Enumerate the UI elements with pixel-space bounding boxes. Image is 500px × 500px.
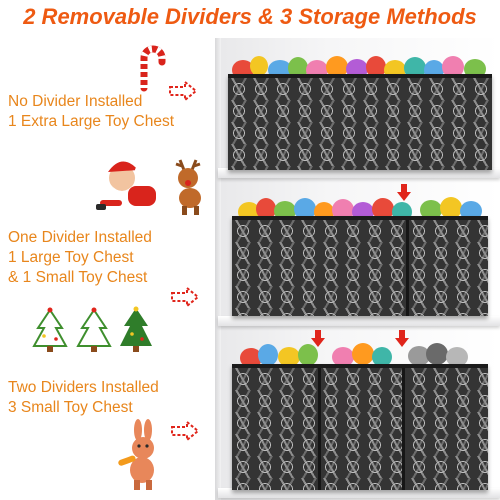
option-3-line-2: 3 Small Toy Chest <box>8 399 133 416</box>
shelf-board-2 <box>218 316 500 326</box>
reindeer-icon <box>175 159 201 215</box>
option-2-label: One Divider Installed 1 Large Toy Chest … <box>8 228 152 288</box>
divider <box>318 368 321 490</box>
option-1-label: No Divider Installed 1 Extra Large Toy C… <box>8 92 174 132</box>
toy-chest-extra-large <box>228 74 492 170</box>
toy-chest-divided-once <box>232 216 488 316</box>
option-2-line-3: & 1 Small Toy Chest <box>8 269 148 286</box>
shelf-side-panel <box>215 38 221 500</box>
toy-chest-divided-twice <box>232 364 488 490</box>
arrow-pointer-icon <box>169 80 198 102</box>
option-2-line-1: One Divider Installed <box>8 229 152 246</box>
toy-pile-3 <box>236 342 482 366</box>
option-3-label: Two Dividers Installed 3 Small Toy Chest <box>8 378 159 418</box>
shelf-board-3 <box>218 488 500 498</box>
option-2-line-2: 1 Large Toy Chest <box>8 249 134 266</box>
divider <box>406 220 409 316</box>
christmas-tree-icon <box>32 306 152 352</box>
option-1-line-1: No Divider Installed <box>8 93 143 110</box>
santa-icon <box>96 161 156 210</box>
arrow-pointer-icon <box>171 420 200 442</box>
shelf-board-1 <box>218 168 500 178</box>
candy-cane-icon <box>140 45 166 92</box>
option-3-line-1: Two Dividers Installed <box>8 379 159 396</box>
divider <box>402 368 405 490</box>
arrow-pointer-icon <box>171 286 200 308</box>
headline: 2 Removable Dividers & 3 Storage Methods <box>23 4 477 29</box>
option-1-line-2: 1 Extra Large Toy Chest <box>8 113 174 130</box>
rabbit-icon <box>118 419 154 490</box>
toy-pile-2 <box>234 196 486 220</box>
toy-pile-1 <box>228 54 490 78</box>
